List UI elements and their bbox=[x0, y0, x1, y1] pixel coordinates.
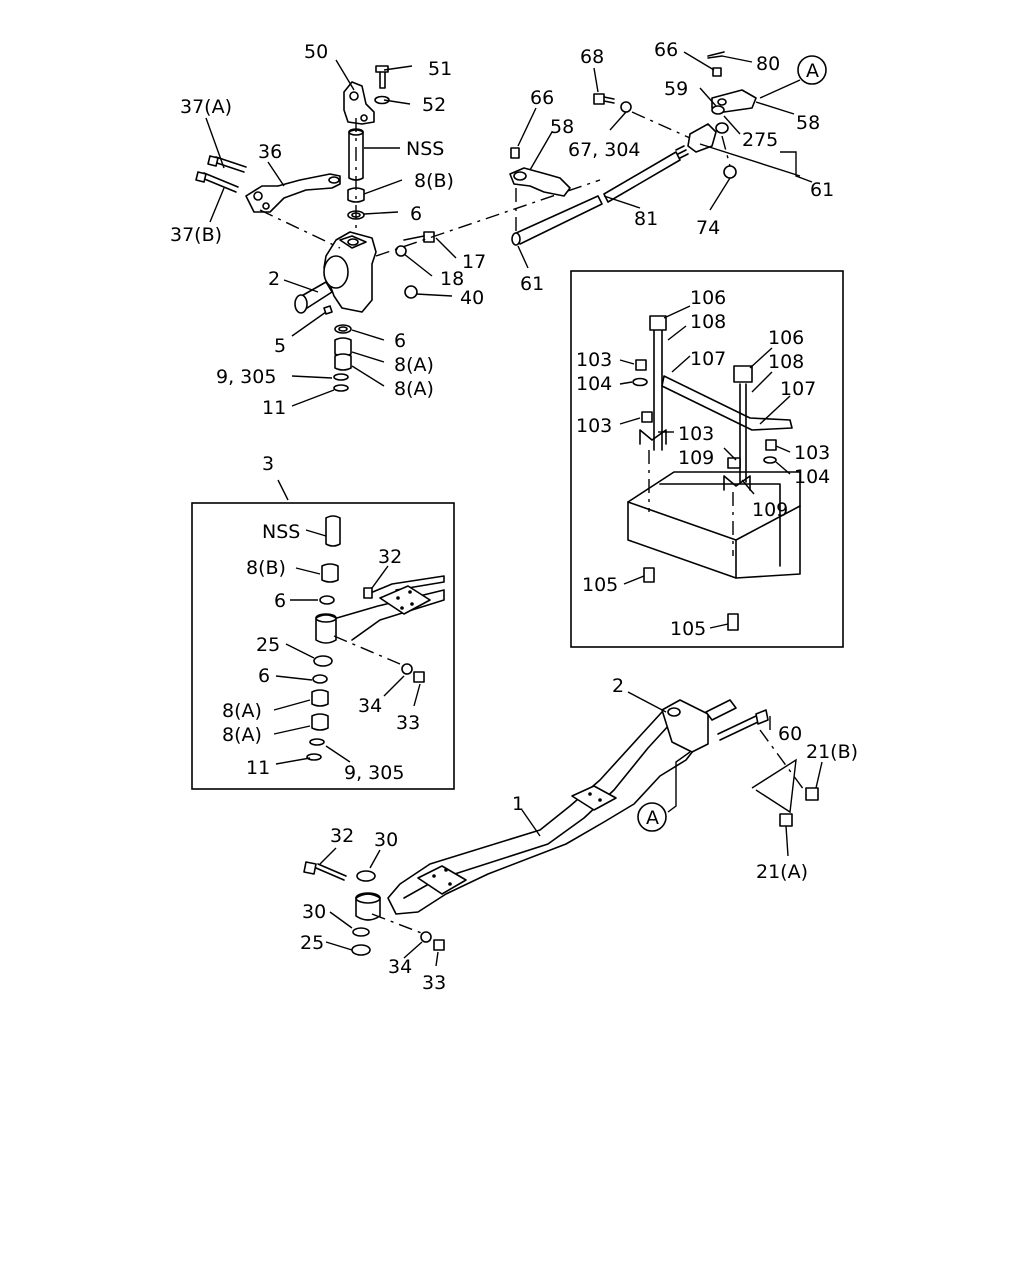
part-label: 17 bbox=[462, 251, 486, 273]
part-label: 61 bbox=[810, 179, 834, 201]
part-label: 34 bbox=[358, 695, 382, 717]
part-label: 11 bbox=[246, 757, 270, 779]
part-label: 61 bbox=[520, 273, 544, 295]
part-label: 51 bbox=[428, 58, 452, 80]
part-label: 8(A) bbox=[222, 700, 262, 722]
part-label: 107 bbox=[780, 378, 816, 400]
part-label: 30 bbox=[302, 901, 326, 923]
part-label: 32 bbox=[330, 825, 354, 847]
part-label: 30 bbox=[374, 829, 398, 851]
part-label: 67, 304 bbox=[568, 139, 641, 161]
part-label: 58 bbox=[550, 116, 574, 138]
inset-3-drawing bbox=[191, 502, 455, 790]
part-label: 6 bbox=[274, 590, 286, 612]
part-label: 109 bbox=[678, 447, 714, 469]
part-label: 60 bbox=[778, 723, 802, 745]
part-label: 108 bbox=[768, 351, 804, 373]
leader-lines bbox=[205, 51, 823, 967]
part-label: 103 bbox=[576, 349, 612, 371]
part-label: 5 bbox=[274, 335, 286, 357]
part-label: 104 bbox=[576, 373, 612, 395]
part-label: 108 bbox=[690, 311, 726, 333]
part-label: 9, 305 bbox=[344, 762, 404, 784]
callout-circle-a-axle bbox=[637, 802, 667, 832]
part-label: 37(B) bbox=[170, 224, 222, 246]
part-label: 21(B) bbox=[806, 741, 858, 763]
part-label: 6 bbox=[394, 330, 406, 352]
part-label: 32 bbox=[378, 546, 402, 568]
part-label: 25 bbox=[256, 634, 280, 656]
part-label: NSS bbox=[262, 521, 300, 543]
bracket-detail-box bbox=[570, 270, 844, 648]
part-label: 74 bbox=[696, 217, 720, 239]
part-label: 40 bbox=[460, 287, 484, 309]
part-label: 33 bbox=[422, 972, 446, 994]
part-label: 8(A) bbox=[222, 724, 262, 746]
part-label: 9, 305 bbox=[216, 366, 276, 388]
part-label: 59 bbox=[664, 78, 688, 100]
part-label: 66 bbox=[654, 39, 678, 61]
part-label: 105 bbox=[582, 574, 618, 596]
part-label: 106 bbox=[768, 327, 804, 349]
part-label: 8(B) bbox=[414, 170, 454, 192]
part-label: 58 bbox=[796, 112, 820, 134]
part-label: 103 bbox=[678, 423, 714, 445]
part-label: 36 bbox=[258, 141, 282, 163]
part-label: 105 bbox=[670, 618, 706, 640]
part-label: 50 bbox=[304, 41, 328, 63]
axle-beam-drawing bbox=[303, 699, 819, 956]
callout-a-top: A bbox=[806, 60, 819, 82]
part-label: 8(A) bbox=[394, 354, 434, 376]
part-label: 34 bbox=[388, 956, 412, 978]
part-number-labels: 50 51 52 NSS 37(A) 36 37(B) 8(B) 6 2 17 … bbox=[170, 39, 858, 994]
part-label: 21(A) bbox=[756, 861, 808, 883]
part-label: 37(A) bbox=[180, 96, 232, 118]
part-label: NSS bbox=[406, 138, 444, 160]
callout-a-axle: A bbox=[646, 807, 659, 829]
part-label: 109 bbox=[752, 499, 788, 521]
part-label: 80 bbox=[756, 53, 780, 75]
part-label: 8(B) bbox=[246, 557, 286, 579]
part-label: 3 bbox=[262, 453, 274, 475]
part-label: 66 bbox=[530, 87, 554, 109]
part-label: 275 bbox=[742, 129, 778, 151]
part-label: 1 bbox=[512, 793, 524, 815]
part-label: 81 bbox=[634, 208, 658, 230]
callout-circle-a-top bbox=[797, 55, 827, 85]
part-label: 8(A) bbox=[394, 378, 434, 400]
part-label: 104 bbox=[794, 466, 830, 488]
part-label: 103 bbox=[794, 442, 830, 464]
part-label: 6 bbox=[258, 665, 270, 687]
part-label: 6 bbox=[410, 203, 422, 225]
part-label: 68 bbox=[580, 46, 604, 68]
part-label: 11 bbox=[262, 397, 286, 419]
part-label: 25 bbox=[300, 932, 324, 954]
part-label: 18 bbox=[440, 268, 464, 290]
part-label: 52 bbox=[422, 94, 446, 116]
knuckle-assembly-drawing bbox=[195, 65, 601, 392]
tie-rod-assembly-drawing bbox=[509, 51, 757, 246]
part-label: 33 bbox=[396, 712, 420, 734]
part-label: 106 bbox=[690, 287, 726, 309]
part-label: 2 bbox=[612, 675, 624, 697]
part-label: 103 bbox=[576, 415, 612, 437]
part-label: 107 bbox=[690, 348, 726, 370]
part-label: 2 bbox=[268, 268, 280, 290]
